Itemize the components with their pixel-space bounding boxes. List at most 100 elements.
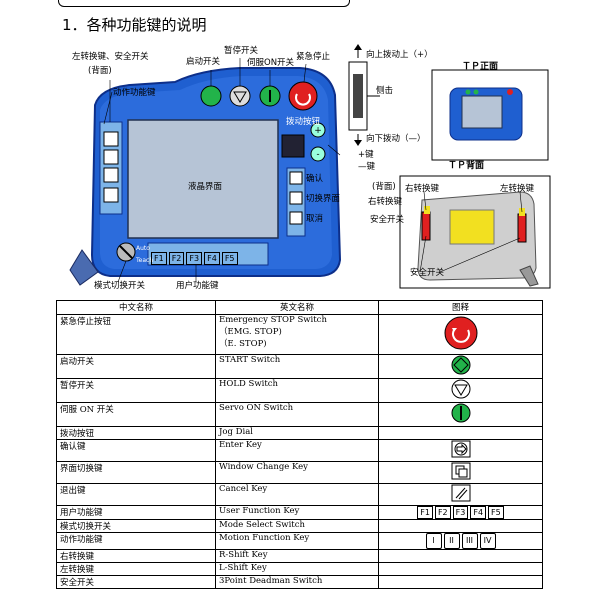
safety-switch-label: 安全开关 <box>370 215 405 225</box>
cancel-label: 取消 <box>306 214 324 224</box>
pendant-f2-key[interactable]: F2 <box>168 252 185 265</box>
english-name-cell: User Function Key <box>215 505 379 520</box>
english-name-cell: Cancel Key <box>215 483 379 506</box>
motion-key-4 <box>103 187 119 203</box>
chinese-name-cell: 左转换键 <box>56 562 216 576</box>
svg-text:+: + <box>314 126 322 136</box>
auto-label: Auto <box>136 245 150 252</box>
motion-key-2 <box>103 149 119 165</box>
english-name-line: Mode Select Switch <box>219 520 305 530</box>
illustration-cell <box>378 426 543 440</box>
chinese-name-cell: 安全开关 <box>56 575 216 589</box>
teach-pendant-diagram: + - <box>69 44 551 289</box>
function-key-icon: F2 <box>434 506 451 519</box>
chinese-name-cell: 确认键 <box>56 439 216 462</box>
window-change-key <box>289 191 303 205</box>
pendant-f1-key[interactable]: F1 <box>151 252 167 265</box>
hold-switch <box>229 85 251 107</box>
servo-on-label: 伺服ON开关 <box>247 58 295 68</box>
teach-label: Teach <box>136 257 154 264</box>
english-name-cell: Servo ON Switch <box>215 402 379 427</box>
illustration-cell <box>378 575 543 589</box>
pendant-f4-key[interactable]: F4 <box>204 252 220 265</box>
english-name-line: Window Change Key <box>219 462 308 472</box>
motion-keys-label: 动作功能键 <box>113 88 156 98</box>
user-keys-label: 用户功能键 <box>176 281 219 291</box>
header-english-name: 英文名称 <box>215 300 379 315</box>
chinese-name-cell: 用户功能键 <box>56 505 216 520</box>
lcd-screen <box>127 119 279 239</box>
english-name-line: Enter Key <box>219 440 262 450</box>
english-name-cell: Emergency STOP Switch（EMG. STOP)（E. STOP… <box>215 314 379 355</box>
english-name-line: HOLD Switch <box>219 379 279 389</box>
english-name-line: Servo ON Switch <box>219 403 294 413</box>
back-right-shift-label: 右转换键 <box>405 184 440 194</box>
enter-key <box>289 171 303 185</box>
tp-back-label: ＴＰ背面 <box>448 161 485 171</box>
english-name-line: Jog Dial <box>219 427 253 437</box>
function-key-icon: F4 <box>470 506 487 519</box>
english-name-line: User Function Key <box>219 506 300 516</box>
illustration-cell <box>378 378 543 403</box>
top-frame <box>58 0 350 7</box>
table-header-row: 中文名称 英文名称 图释 <box>56 300 543 315</box>
chinese-name-cell: 动作功能键 <box>56 532 216 550</box>
section-title: 1．各种功能键的说明 <box>62 16 207 34</box>
right-shift-back-label: (背面) <box>372 182 396 192</box>
right-shift-label: 右转换键 <box>368 197 403 207</box>
illustration-cell <box>378 483 543 506</box>
pendant-f5-key[interactable]: F5 <box>221 252 238 265</box>
window-change-icon <box>451 462 471 483</box>
minus-key-label: —键 <box>358 162 376 172</box>
start-icon <box>451 355 471 378</box>
english-name-line: （EMG. STOP) <box>219 327 282 337</box>
start-switch <box>200 85 222 107</box>
jog-dial-label: 拨动按钮 <box>286 117 321 127</box>
cancel-key-icon <box>451 484 471 505</box>
svg-text:-: - <box>316 150 319 160</box>
lcd-label: 液晶界面 <box>188 182 223 192</box>
confirm-label: 确认 <box>306 174 324 184</box>
english-name-cell: Window Change Key <box>215 461 379 484</box>
function-key-icon: F5 <box>488 506 504 519</box>
motion-key-icon: I <box>425 533 442 549</box>
header-chinese-name: 中文名称 <box>56 300 216 315</box>
back-side-label: (背面) <box>88 66 112 76</box>
english-name-cell: Motion Function Key <box>215 532 379 550</box>
enter-key-icon <box>451 440 471 461</box>
english-name-cell: Jog Dial <box>215 426 379 440</box>
illustration-cell <box>378 314 543 355</box>
english-name-cell: START Switch <box>215 354 379 379</box>
motion-key-1 <box>103 131 119 147</box>
hold-switch-label: 暂停开关 <box>224 46 259 56</box>
chinese-name-cell: 暂停开关 <box>56 378 216 403</box>
english-name-line: Cancel Key <box>219 484 268 494</box>
english-name-cell: 3Point Deadman Switch <box>215 575 379 589</box>
tp-front-label: ＴＰ正面 <box>462 62 499 72</box>
english-name-line: （E. STOP) <box>219 339 267 349</box>
emergency-stop-label: 紧急停止 <box>296 52 331 62</box>
jog-press-label: 侧击 <box>376 86 394 96</box>
back-safety-label: 安全开关 <box>410 268 445 278</box>
chinese-name-cell: 拨动按钮 <box>56 426 216 440</box>
english-name-line: Motion Function Key <box>219 533 310 543</box>
english-name-cell: R-Shift Key <box>215 549 379 563</box>
shift-safety-label: 左转换键、安全开关 <box>72 52 149 62</box>
illustration-cell <box>378 461 543 484</box>
pendant-f3-key[interactable]: F3 <box>186 252 203 265</box>
emergency-stop-button <box>288 81 318 111</box>
english-name-cell: Enter Key <box>215 439 379 462</box>
